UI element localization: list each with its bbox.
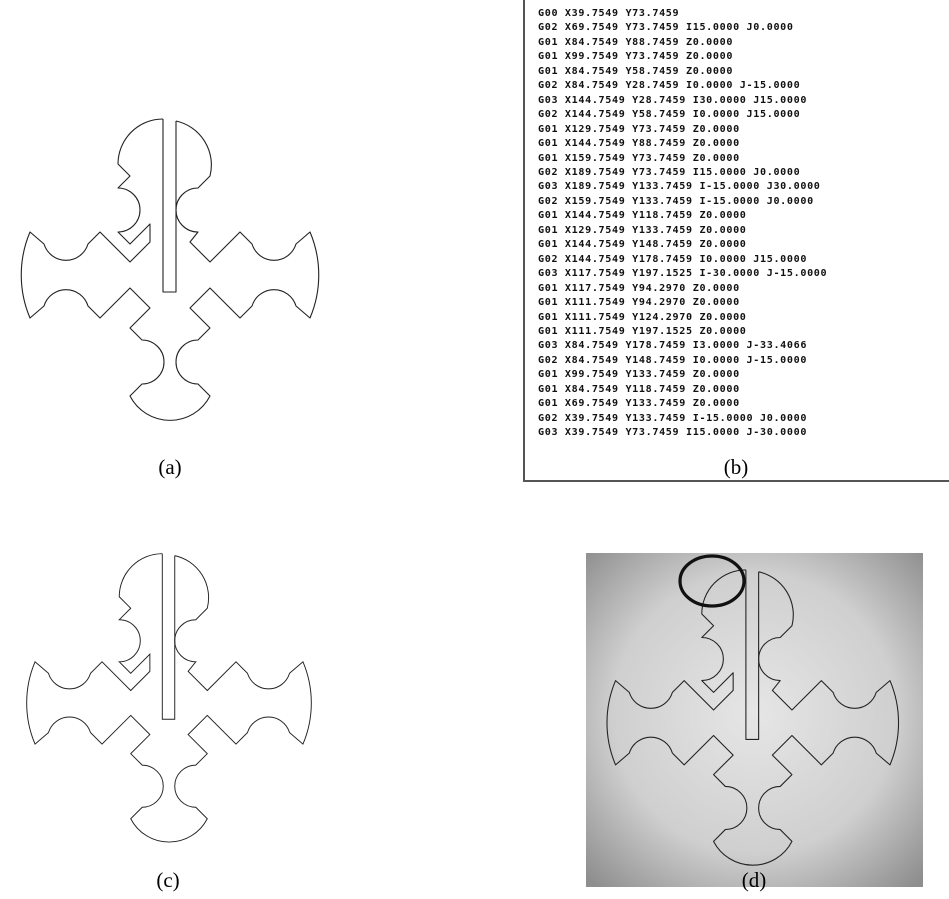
gcode-line: G01 X117.7549 Y94.2970 Z0.0000 — [538, 282, 740, 294]
part-outline — [20, 118, 320, 421]
gcode-line: G02 X84.7549 Y148.7459 I0.0000 J-15.0000 — [538, 354, 808, 366]
gcode-line: G01 X144.7549 Y118.7459 Z0.0000 — [538, 210, 747, 222]
gcode-line: G01 X159.7549 Y73.7459 Z0.0000 — [538, 152, 740, 164]
center-slot — [161, 553, 176, 720]
gcode-line: G01 X99.7549 Y73.7459 Z0.0000 — [538, 51, 734, 63]
caption-d: (d) — [741, 868, 767, 892]
gcode-line: G00 X39.7549 Y73.7459 — [538, 8, 680, 19]
gcode-line: G02 X159.7549 Y133.7459 I-15.0000 J0.000… — [538, 195, 814, 207]
gcode-line: G01 X144.7549 Y88.7459 Z0.0000 — [538, 138, 740, 150]
part-outline — [606, 569, 900, 866]
part-outline-simulation-c — [26, 553, 312, 843]
gcode-line: G01 X69.7549 Y133.7459 Z0.0000 — [538, 398, 740, 410]
gcode-line: G02 X84.7549 Y28.7459 I0.0000 J-15.0000 — [538, 80, 801, 92]
photo-cut-part — [586, 553, 923, 887]
gcode-line: G01 X84.7549 Y58.7459 Z0.0000 — [538, 65, 734, 77]
gcode-line: G03 X189.7549 Y133.7459 I-15.0000 J30.00… — [538, 181, 821, 193]
gcode-line: G03 X117.7549 Y197.1525 I-30.0000 J-15.0… — [538, 268, 828, 280]
caption-b: (b) — [723, 455, 749, 479]
caption-a: (a) — [158, 455, 182, 479]
gcode-line: G03 X39.7549 Y73.7459 I15.0000 J-30.0000 — [538, 427, 808, 439]
panel-c-simulation — [14, 547, 324, 857]
center-slot — [745, 569, 760, 740]
gcode-line: G01 X99.7549 Y133.7459 Z0.0000 — [538, 369, 740, 381]
gcode-line: G02 X69.7549 Y73.7459 I15.0000 J0.0000 — [538, 22, 794, 34]
gcode-line: G01 X129.7549 Y133.7459 Z0.0000 — [538, 224, 747, 236]
gcode-line: G03 X84.7549 Y178.7459 I3.0000 J-33.4066 — [538, 340, 808, 352]
center-slot — [162, 119, 177, 293]
gcode-line: G03 X144.7549 Y28.7459 I30.0000 J15.0000 — [538, 94, 808, 106]
photo-background — [586, 553, 923, 887]
part-outline — [26, 553, 312, 843]
gcode-line: G01 X129.7549 Y73.7459 Z0.0000 — [538, 123, 740, 135]
highlight-circle — [678, 554, 746, 608]
gcode-line: G01 X111.7549 Y94.2970 Z0.0000 — [538, 297, 740, 309]
gcode-line: G01 X111.7549 Y197.1525 Z0.0000 — [538, 325, 747, 337]
gcode-line: G01 X84.7549 Y88.7459 Z0.0000 — [538, 36, 734, 48]
gcode-line: G02 X189.7549 Y73.7459 I15.0000 J0.0000 — [538, 166, 801, 178]
gcode-line: G02 X144.7549 Y58.7459 I0.0000 J15.0000 — [538, 109, 801, 121]
panel-a-drawing — [8, 112, 332, 436]
gcode-line: G01 X111.7549 Y124.2970 Z0.0000 — [538, 311, 747, 323]
gcode-line: G02 X39.7549 Y133.7459 I-15.0000 J0.0000 — [538, 412, 808, 424]
gcode-line: G01 X144.7549 Y148.7459 Z0.0000 — [538, 239, 747, 251]
part-outline-drawing-a — [20, 118, 320, 421]
gcode-line: G01 X84.7549 Y118.7459 Z0.0000 — [538, 383, 740, 395]
gcode-line: G02 X144.7549 Y178.7459 I0.0000 J15.0000 — [538, 253, 808, 265]
caption-c: (c) — [156, 868, 180, 892]
